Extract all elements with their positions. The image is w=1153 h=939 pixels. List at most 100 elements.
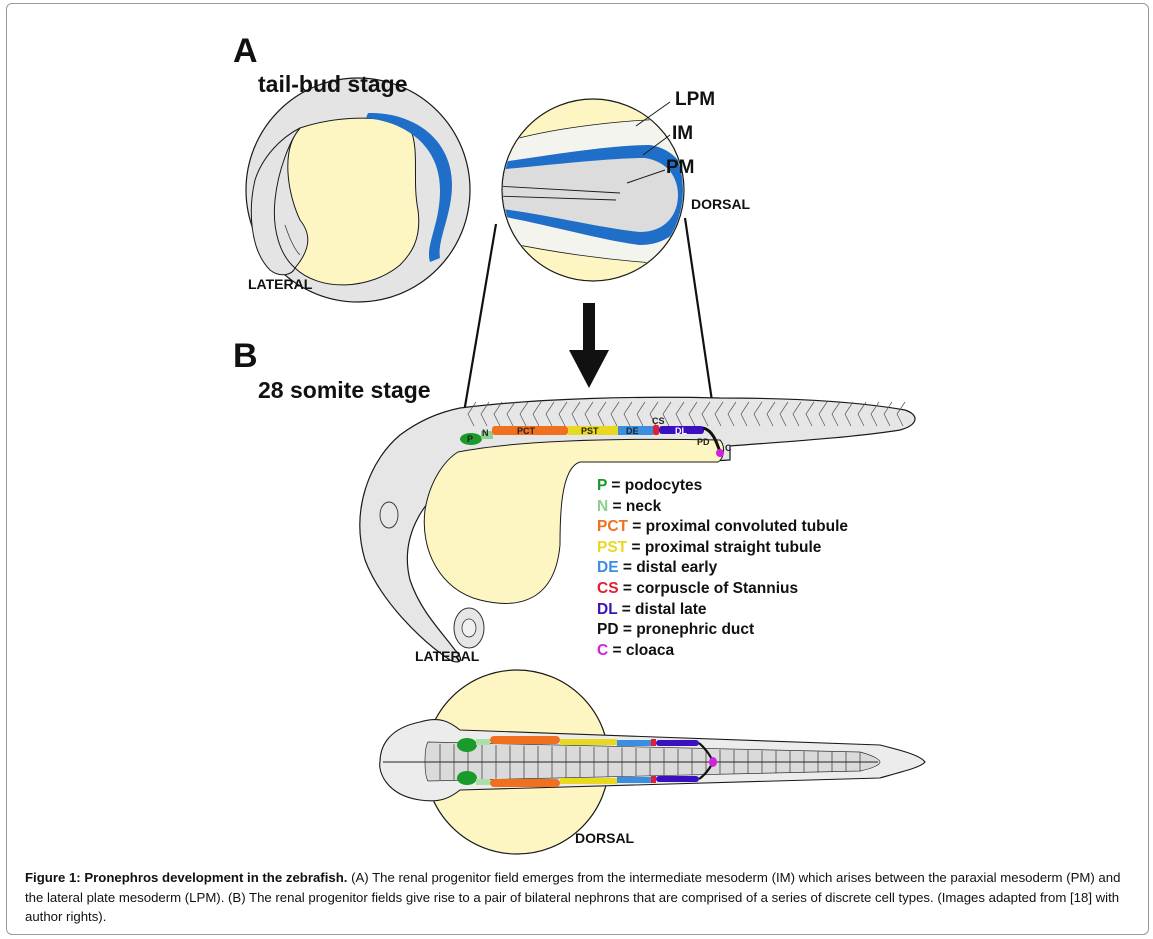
tailbud-lateral-yolk [287, 117, 420, 286]
tailbud-dorsal-pm [503, 158, 678, 232]
legend-item-de: DE = distal early [597, 558, 848, 579]
panel-b-lateral-label: LATERAL [415, 648, 480, 664]
somite-dorsal-embryo [379, 669, 926, 855]
legend-item-n: N = neck [597, 497, 848, 518]
legend-abbr: CS [597, 579, 619, 597]
somite-chevron [558, 401, 568, 427]
tailbud-lateral-tail-line [284, 224, 301, 256]
seg-label-de: DE [626, 426, 639, 436]
segment-c-lateral [716, 449, 724, 457]
somite-chevron [675, 401, 685, 427]
legend-abbr: PD [597, 621, 619, 639]
segment-c-dorsal [709, 757, 717, 767]
seg-label-pct: PCT [517, 426, 535, 436]
legend-abbr: PST [597, 538, 628, 556]
somite-chevron [636, 401, 646, 427]
tailbud-tail-region [250, 127, 301, 276]
segment-pd-lateral [702, 426, 722, 453]
somite-chevron [506, 401, 516, 427]
panel-a-lateral-label: LATERAL [248, 276, 313, 292]
panel-b-letter: B [233, 337, 258, 375]
segment-n-dorsal-bottom [476, 779, 490, 785]
segment-dl-lateral [659, 426, 704, 434]
segment-cs-dorsal-bottom [651, 776, 656, 783]
somite-chevron [480, 401, 490, 427]
segment-pct-dorsal-bottom [490, 779, 560, 787]
somite-chevron [662, 401, 672, 427]
panel-a-stage-title: tail-bud stage [258, 71, 408, 97]
somite-chevron [857, 401, 867, 427]
somite-chevron [467, 401, 477, 427]
panel-b-stage-title: 28 somite stage [258, 377, 431, 403]
legend-item-c: C = cloaca [597, 641, 848, 662]
segment-pst-lateral [568, 426, 618, 435]
legend-abbr: DL [597, 600, 618, 618]
somite-lateral-embryo [359, 396, 916, 663]
somite-lateral-yolk [423, 438, 724, 604]
tailbud-lateral-embryo [245, 77, 471, 303]
segment-p-dorsal-top [457, 738, 477, 752]
zoom-line-right [683, 217, 718, 429]
im-leader-line [642, 134, 671, 156]
lpm-leader-line [635, 101, 671, 127]
somite-chevron [766, 401, 776, 427]
legend-name: = cloaca [608, 641, 675, 659]
legend-item-dl: DL = distal late [597, 600, 848, 621]
zoom-line-left [459, 223, 498, 431]
somite-chevron [896, 401, 906, 427]
dorsal-somite-lines [439, 744, 861, 780]
pronephros-lateral [460, 425, 724, 457]
region-label-pm: PM [666, 157, 695, 178]
segment-n-lateral [481, 431, 493, 439]
somite-chevron [597, 401, 607, 427]
segment-de-dorsal-top [617, 740, 651, 746]
seg-label-pst: PST [581, 426, 599, 436]
seg-label-c: C [725, 443, 732, 453]
legend-name: = corpuscle of Stannius [618, 579, 799, 597]
somite-chevron [519, 401, 529, 427]
panel-a-dorsal-label: DORSAL [691, 196, 751, 212]
segment-cs-lateral [653, 425, 659, 435]
tailbud-dorsal-notochord [503, 185, 621, 201]
legend-name: = distal early [618, 559, 718, 577]
legend-abbr: P [597, 477, 608, 494]
somite-chevron [870, 401, 880, 427]
region-label-lpm: LPM [675, 89, 716, 110]
tailbud-lateral-im-band [366, 112, 452, 263]
legend-abbr: PCT [597, 518, 628, 536]
legend-name: = neck [608, 497, 662, 515]
legend-name: = podocytes [607, 477, 703, 494]
otic-vesicle [379, 501, 399, 529]
legend-item-pst: PST = proximal straight tubule [597, 538, 848, 559]
segment-p-lateral [460, 433, 482, 445]
somite-chevron [571, 401, 581, 427]
somite-chevron [740, 401, 750, 427]
down-arrow-icon [569, 303, 609, 388]
somite-chevron [701, 401, 711, 427]
figure-caption: Figure 1: Pronephros development in the … [25, 868, 1135, 927]
somite-chevron [805, 401, 815, 427]
somite-chevron [688, 401, 698, 427]
segment-pst-dorsal-bottom [560, 778, 617, 784]
segment-cs-dorsal-top [651, 739, 656, 746]
somite-chevron [532, 401, 542, 427]
caption-title: Figure 1: Pronephros development in the … [25, 870, 348, 885]
legend-name: = proximal convoluted tubule [628, 518, 849, 536]
somite-chevron [493, 401, 503, 427]
segment-dl-dorsal-bottom [656, 776, 699, 782]
somite-chevron [649, 401, 659, 427]
somite-chevron [610, 401, 620, 427]
legend-item-pd: PD = pronephric duct [597, 620, 848, 641]
segment-de-dorsal-bottom [617, 777, 651, 783]
somite-chevron [818, 401, 828, 427]
dorsal-somite-field [424, 741, 881, 782]
somite-chevron [753, 401, 763, 427]
segment-n-dorsal-top [476, 739, 490, 745]
legend-name: = distal late [617, 600, 707, 618]
somite-chevron [623, 401, 633, 427]
seg-label-cs: CS [652, 416, 665, 426]
somite-chevron [727, 401, 737, 427]
legend-item-cs: CS = corpuscle of Stannius [597, 579, 848, 600]
legend-abbr: C [597, 641, 609, 659]
